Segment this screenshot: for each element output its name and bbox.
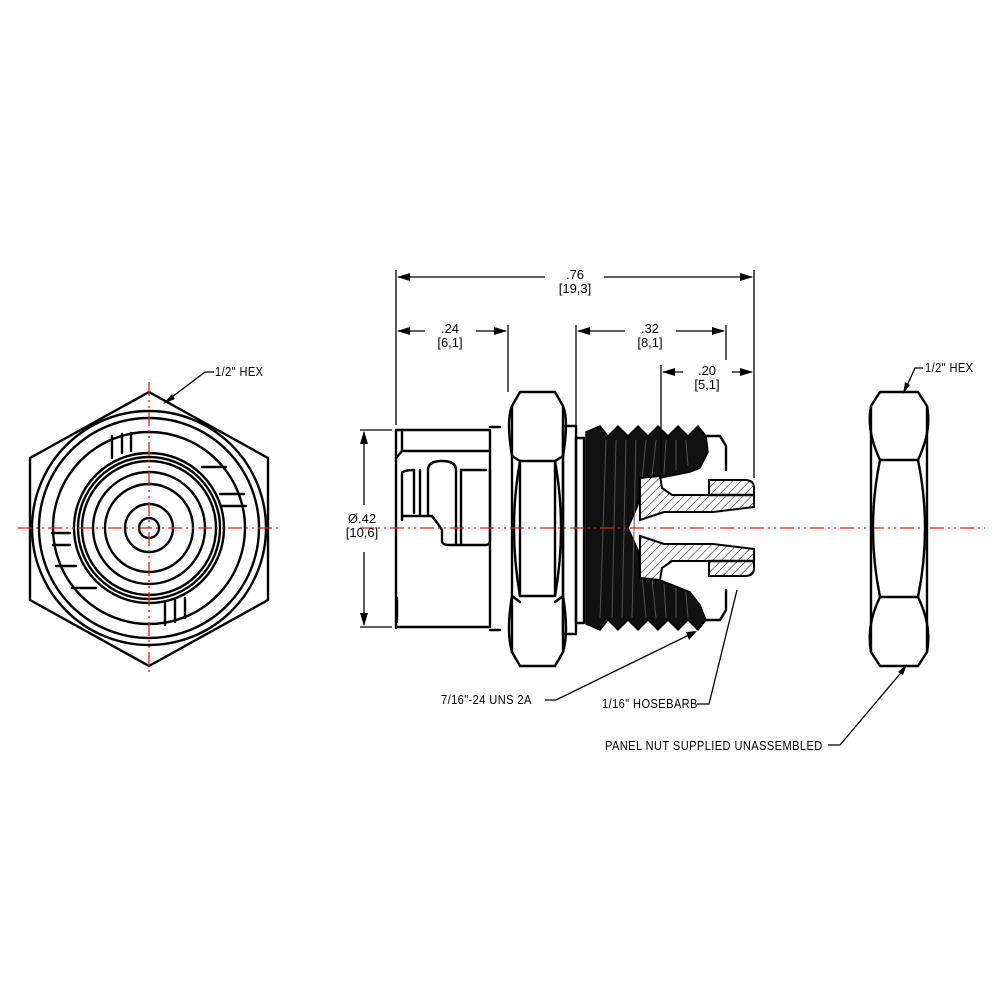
dim-thread-length: .32 [8,1]: [622, 322, 678, 350]
dim-body-length-mm: [6,1]: [437, 335, 463, 350]
dim-overall-length-inch: .76: [565, 267, 585, 282]
dim-body-diameter-mm: [10,6]: [345, 525, 379, 540]
dim-body-length-inch: .24: [440, 321, 460, 336]
body-outline: [394, 428, 492, 630]
nut-hex-callout: 1/2" HEX: [925, 360, 974, 375]
threads: [585, 424, 709, 632]
dim-body-diameter: Ø.42 [10,6]: [334, 512, 390, 540]
dim-body-length: .24 [6,1]: [422, 322, 478, 350]
dim-thread-length-mm: [8,1]: [637, 335, 663, 350]
dim-thread-length-inch: .32: [640, 321, 660, 336]
dimension-lines: [360, 270, 755, 628]
hosebarb-section: [639, 474, 756, 582]
dim-barb-length-inch: .20: [697, 363, 717, 378]
panel-nut-note: PANEL NUT SUPPLIED UNASSEMBLED: [605, 738, 823, 753]
dim-barb-length-mm: [5,1]: [694, 377, 720, 392]
panel-nut-view: [828, 367, 930, 746]
dim-overall-length: .76 [19,3]: [545, 268, 605, 296]
hosebarb-callout: 1/16" HOSEBARB: [602, 696, 698, 711]
thread-callout: 7/16"-24 UNS 2A: [441, 692, 532, 707]
dim-overall-length-mm: [19,3]: [558, 281, 592, 296]
side-view: [360, 270, 985, 705]
dim-body-diameter-inch: Ø.42: [347, 511, 377, 526]
main-hex: [507, 390, 568, 668]
end-view: [18, 371, 282, 676]
dim-barb-length: .20 [5,1]: [680, 364, 734, 392]
end-view-hex-callout: 1/2" HEX: [215, 364, 264, 379]
